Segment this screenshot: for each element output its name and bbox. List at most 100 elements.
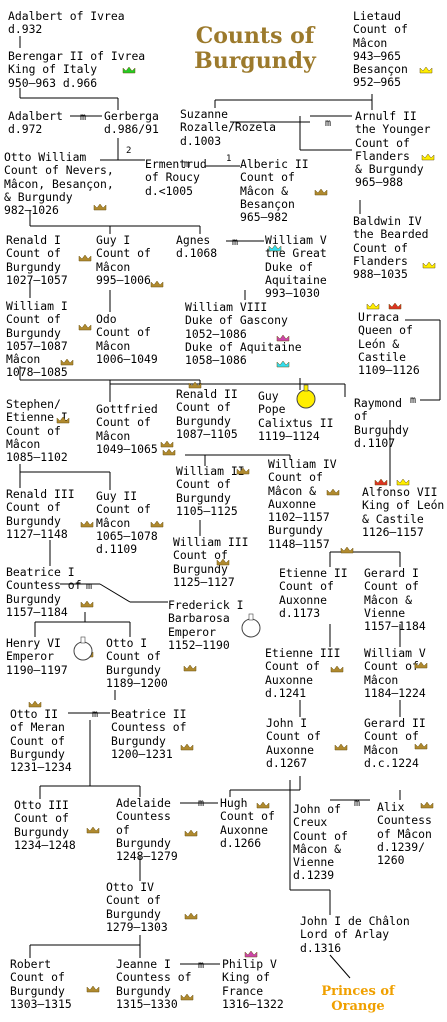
crown-icon (330, 665, 344, 673)
person-text-line: Duke of Aquitaine (185, 339, 302, 354)
crown-icon (28, 700, 42, 708)
marriage-mark: m (354, 798, 360, 809)
crown-icon (236, 467, 250, 475)
person-text-line: 995–1006 (96, 272, 151, 287)
person-text-line: Burgundy (6, 325, 61, 340)
person-text-line: Beatrice II (111, 707, 187, 721)
person-text-line: Burgundy (6, 513, 61, 528)
person-text-line: the Younger (355, 122, 431, 137)
crown-icon (414, 742, 428, 750)
crown-icon (188, 381, 202, 389)
person-text-line: Mâcon (364, 672, 399, 687)
person-text-line: 993–1030 (265, 286, 320, 301)
person-text-line: Count of (279, 579, 334, 594)
person-text-line: 1078–1085 (6, 365, 68, 380)
person-text-line: Queen of (358, 323, 413, 338)
person-text-line: Count of (96, 415, 151, 430)
person-text-line: John of (293, 802, 342, 816)
person-text-line: d.1239/ (377, 839, 426, 854)
person-text-line: Otto III (14, 798, 69, 812)
person-text-line: Etienne II (279, 566, 348, 580)
crown-icon (340, 546, 354, 554)
person-text-line: Calixtus II (258, 415, 334, 430)
person-text-line: King of León (362, 498, 445, 513)
person-text-line: 1102–1157 (268, 510, 330, 525)
person-text-line: d.1003 (180, 133, 222, 148)
marriage-order-mark: 1 (226, 154, 232, 164)
person-text-line: Burgundy (10, 983, 65, 998)
person-text-line: William II (176, 464, 245, 478)
person-text-line: & Castile (362, 511, 424, 526)
crown-icon (276, 360, 290, 368)
princes-of-orange-link[interactable]: Princes of Orange (321, 984, 395, 1014)
person-text-line: Count of (353, 240, 408, 255)
person-text-line: Flanders (353, 253, 408, 268)
marriage-mark: m (410, 395, 416, 406)
person-text-line: of Roucy (145, 170, 200, 185)
person-text-line: Mâcon & (240, 183, 289, 198)
person-text-line: d.986/91 (104, 122, 159, 137)
person-text-line: Count of (173, 548, 228, 563)
crown-icon (183, 664, 197, 672)
person-text-line: Otto I (106, 636, 148, 650)
crown-icon (160, 440, 174, 448)
person-text-line: d.c.1224 (364, 755, 419, 770)
person-text-line: 950–963 d.966 (8, 75, 98, 90)
papal-tiara-icon (296, 384, 316, 409)
person-text-line: Mâcon (364, 742, 399, 757)
